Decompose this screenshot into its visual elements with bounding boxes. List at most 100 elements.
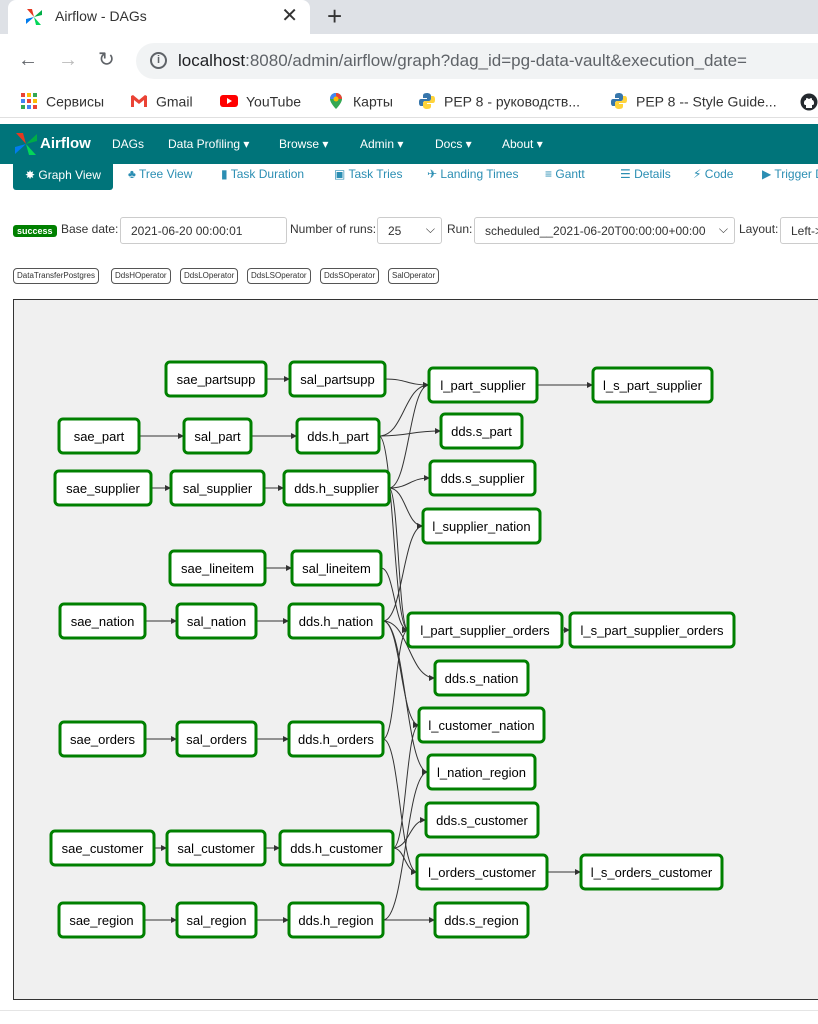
bookmark-youtube[interactable]: YouTube bbox=[220, 92, 301, 112]
task-node-l-supplier-nation[interactable]: l_supplier_nation bbox=[421, 507, 542, 545]
close-tab-icon[interactable]: ✕ bbox=[281, 5, 298, 27]
new-tab-button[interactable]: + bbox=[327, 1, 343, 31]
tab-details[interactable]: ☰ Details bbox=[620, 167, 671, 181]
task-node-sal-partsupp[interactable]: sal_partsupp bbox=[288, 360, 387, 398]
tab-landing-times[interactable]: ✈ Landing Times bbox=[427, 167, 519, 181]
task-node-dds-h-region[interactable]: dds.h_region bbox=[287, 901, 385, 939]
task-node-box bbox=[433, 659, 530, 697]
tab-tree-view[interactable]: ♣ Tree View bbox=[128, 167, 193, 181]
nav-admin[interactable]: Admin ▾ bbox=[360, 137, 404, 151]
num-runs-select[interactable]: 25⌵ bbox=[377, 217, 442, 244]
task-node-box bbox=[287, 720, 385, 758]
task-node-box bbox=[433, 901, 530, 939]
task-node-sae-part[interactable]: sae_part bbox=[57, 417, 141, 455]
layout-select[interactable]: Left->Right bbox=[780, 217, 818, 244]
task-node-sal-lineitem[interactable]: sal_lineitem bbox=[290, 549, 383, 587]
task-node-label: sal_nation bbox=[187, 614, 246, 629]
address-bar[interactable]: i localhost:8080/admin/airflow/graph?dag… bbox=[136, 43, 818, 79]
task-node-l-part-supplier-orders[interactable]: l_part_supplier_orders bbox=[406, 611, 564, 649]
forward-arrow-icon[interactable]: → bbox=[58, 49, 78, 71]
task-node-label: dds.h_nation bbox=[299, 614, 373, 629]
task-node-l-s-part-supplier[interactable]: l_s_part_supplier bbox=[591, 366, 714, 404]
bookmark-maps[interactable]: Карты bbox=[327, 92, 393, 112]
task-node-label: dds.s_part bbox=[451, 424, 512, 439]
task-node-sal-region[interactable]: sal_region bbox=[175, 901, 258, 939]
task-node-dds-h-part[interactable]: dds.h_part bbox=[295, 417, 381, 455]
task-node-box bbox=[49, 829, 156, 867]
task-node-l-s-orders-customer[interactable]: l_s_orders_customer bbox=[579, 853, 724, 891]
tab-task-tries[interactable]: ▣ Task Tries bbox=[334, 167, 403, 181]
nav-about[interactable]: About ▾ bbox=[502, 137, 543, 151]
nav-dags[interactable]: DAGs bbox=[112, 137, 145, 151]
task-node-label: sae_part bbox=[74, 429, 125, 444]
task-node-dds-h-orders[interactable]: dds.h_orders bbox=[287, 720, 385, 758]
browser-toolbar: ← → ↻ i localhost:8080/admin/airflow/gra… bbox=[0, 34, 818, 86]
task-node-l-orders-customer[interactable]: l_orders_customer bbox=[415, 853, 549, 891]
task-node-box bbox=[290, 549, 383, 587]
play-icon: ▶ bbox=[762, 167, 772, 181]
task-node-box bbox=[568, 611, 736, 649]
task-node-sae-orders[interactable]: sae_orders bbox=[58, 720, 147, 758]
site-info-icon[interactable]: i bbox=[150, 52, 167, 69]
task-node-dds-s-part[interactable]: dds.s_part bbox=[439, 412, 524, 450]
task-node-box bbox=[424, 801, 540, 839]
task-node-dds-s-region[interactable]: dds.s_region bbox=[433, 901, 530, 939]
airflow-pinwheel-icon bbox=[26, 9, 42, 25]
tab-title: Airflow - DAGs bbox=[55, 8, 147, 24]
nav-browse[interactable]: Browse ▾ bbox=[279, 137, 329, 151]
task-node-dds-h-nation[interactable]: dds.h_nation bbox=[287, 602, 385, 640]
nav-docs[interactable]: Docs ▾ bbox=[435, 137, 472, 151]
nav-data-profiling[interactable]: Data Profiling ▾ bbox=[168, 137, 250, 151]
bookmarks-bar: Сервисы Gmail YouTube Карты PEP 8 - руко… bbox=[0, 86, 818, 118]
run-select[interactable]: scheduled__2021-06-20T00:00:00+00:00⌵ bbox=[474, 217, 735, 244]
task-node-sae-partsupp[interactable]: sae_partsupp bbox=[164, 360, 268, 398]
task-node-sae-lineitem[interactable]: sae_lineitem bbox=[168, 549, 267, 587]
task-node-box bbox=[415, 853, 549, 891]
bookmark-pep8-style[interactable]: PEP 8 -- Style Guide... bbox=[610, 92, 777, 112]
task-node-box bbox=[169, 469, 266, 507]
airflow-brand[interactable]: Airflow bbox=[40, 135, 91, 152]
task-node-sae-nation[interactable]: sae_nation bbox=[58, 602, 147, 640]
bookmark-services[interactable]: Сервисы bbox=[20, 92, 104, 112]
tab-graph-view[interactable]: ✸ Graph View bbox=[13, 164, 113, 190]
bookmark-pep8-ru[interactable]: PEP 8 - руководств... bbox=[418, 92, 580, 112]
task-node-box bbox=[53, 469, 153, 507]
airflow-logo-icon[interactable] bbox=[12, 130, 40, 158]
python-icon bbox=[611, 93, 627, 110]
github-icon[interactable] bbox=[800, 93, 818, 111]
task-node-dds-h-customer[interactable]: dds.h_customer bbox=[278, 829, 395, 867]
browser-tab[interactable]: Airflow - DAGs ✕ bbox=[8, 0, 310, 34]
task-node-dds-s-supplier[interactable]: dds.s_supplier bbox=[428, 459, 537, 497]
bookmark-gmail[interactable]: Gmail bbox=[130, 92, 193, 112]
task-node-l-s-part-supplier-orders[interactable]: l_s_part_supplier_orders bbox=[568, 611, 736, 649]
tab-trigger-dag[interactable]: ▶ Trigger DAG bbox=[762, 167, 818, 181]
tab-task-duration[interactable]: ▮ Task Duration bbox=[221, 167, 305, 181]
task-node-sal-supplier[interactable]: sal_supplier bbox=[169, 469, 266, 507]
task-node-l-nation-region[interactable]: l_nation_region bbox=[426, 753, 537, 791]
task-node-l-part-supplier[interactable]: l_part_supplier bbox=[427, 366, 539, 404]
tab-code[interactable]: ⚡ Code bbox=[693, 167, 734, 181]
task-node-l-customer-nation[interactable]: l_customer_nation bbox=[417, 706, 546, 744]
airflow-navbar: Airflow DAGs Data Profiling ▾ Browse ▾ A… bbox=[0, 124, 818, 164]
tab-gantt[interactable]: ≡ Gantt bbox=[545, 167, 585, 181]
task-node-dds-h-supplier[interactable]: dds.h_supplier bbox=[282, 469, 391, 507]
task-node-dds-s-customer[interactable]: dds.s_customer bbox=[424, 801, 540, 839]
base-date-input[interactable]: 2021-06-20 00:00:01 bbox=[120, 217, 287, 244]
task-node-dds-s-nation[interactable]: dds.s_nation bbox=[433, 659, 530, 697]
task-node-sae-customer[interactable]: sae_customer bbox=[49, 829, 156, 867]
edge-dds-h-supplier-to-l-part-supplier bbox=[388, 382, 430, 489]
task-node-sal-part[interactable]: sal_part bbox=[182, 417, 253, 455]
task-node-sal-customer[interactable]: sal_customer bbox=[165, 829, 267, 867]
graph-controls: success Base date: 2021-06-20 00:00:01 N… bbox=[0, 212, 818, 248]
task-node-box bbox=[417, 706, 546, 744]
task-node-sal-nation[interactable]: sal_nation bbox=[175, 602, 258, 640]
task-node-sae-supplier[interactable]: sae_supplier bbox=[53, 469, 153, 507]
task-node-box bbox=[406, 611, 564, 649]
back-arrow-icon[interactable]: ← bbox=[18, 49, 38, 71]
task-node-sae-region[interactable]: sae_region bbox=[57, 901, 146, 939]
task-node-sal-orders[interactable]: sal_orders bbox=[175, 720, 258, 758]
task-node-label: dds.s_nation bbox=[445, 671, 519, 686]
task-node-label: l_s_part_supplier_orders bbox=[580, 623, 724, 638]
reload-icon[interactable]: ↻ bbox=[98, 49, 115, 71]
